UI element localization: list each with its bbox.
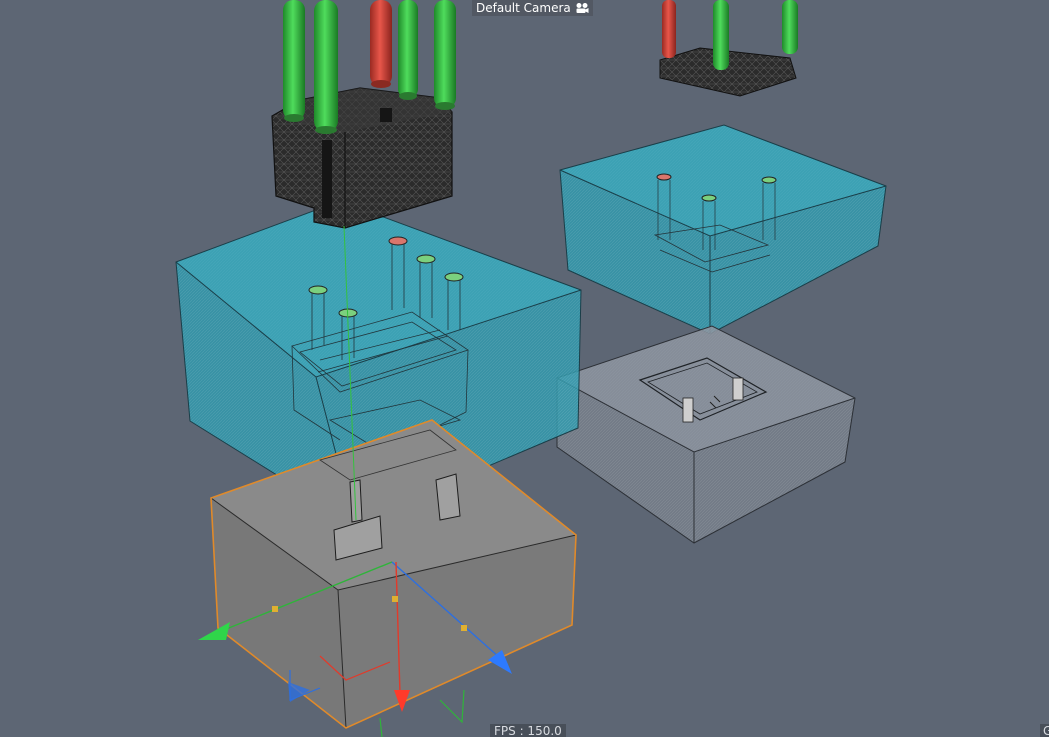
gizmo-x-axis[interactable]	[395, 561, 401, 695]
gizmo-y-arrow[interactable]	[198, 622, 230, 640]
gizmo-y-scale-handle[interactable]	[272, 606, 278, 612]
left-lower-mold-box-selected[interactable]	[210, 419, 577, 729]
right-runner-rods[interactable]	[662, 0, 798, 70]
fps-counter: FPS : 150.0	[490, 724, 566, 737]
gizmo-z-axis[interactable]	[391, 561, 501, 659]
gizmo-xz-plane-handle[interactable]	[439, 689, 465, 724]
gizmo-xy-plane-handle[interactable]	[319, 655, 391, 681]
guide-line	[343, 225, 357, 521]
left-runner-rods[interactable]	[283, 0, 456, 134]
left-upper-mold-box[interactable]	[175, 200, 582, 524]
right-part-mesh[interactable]	[659, 47, 797, 97]
gizmo-x-scale-handle[interactable]	[392, 596, 398, 602]
gizmo-z-arrow[interactable]	[488, 650, 512, 674]
gizmo-x-arrow[interactable]	[394, 690, 410, 712]
corner-label: G	[1040, 724, 1049, 737]
gizmo-y-axis[interactable]	[213, 561, 393, 635]
right-lower-mold-box[interactable]	[556, 325, 856, 544]
camera-icon	[575, 2, 589, 14]
gizmo-z-scale-handle[interactable]	[461, 625, 467, 631]
right-upper-mold-box[interactable]	[559, 124, 887, 335]
transform-gizmo[interactable]	[198, 561, 512, 737]
camera-selector[interactable]: Default Camera	[472, 0, 593, 16]
camera-label: Default Camera	[476, 0, 571, 15]
